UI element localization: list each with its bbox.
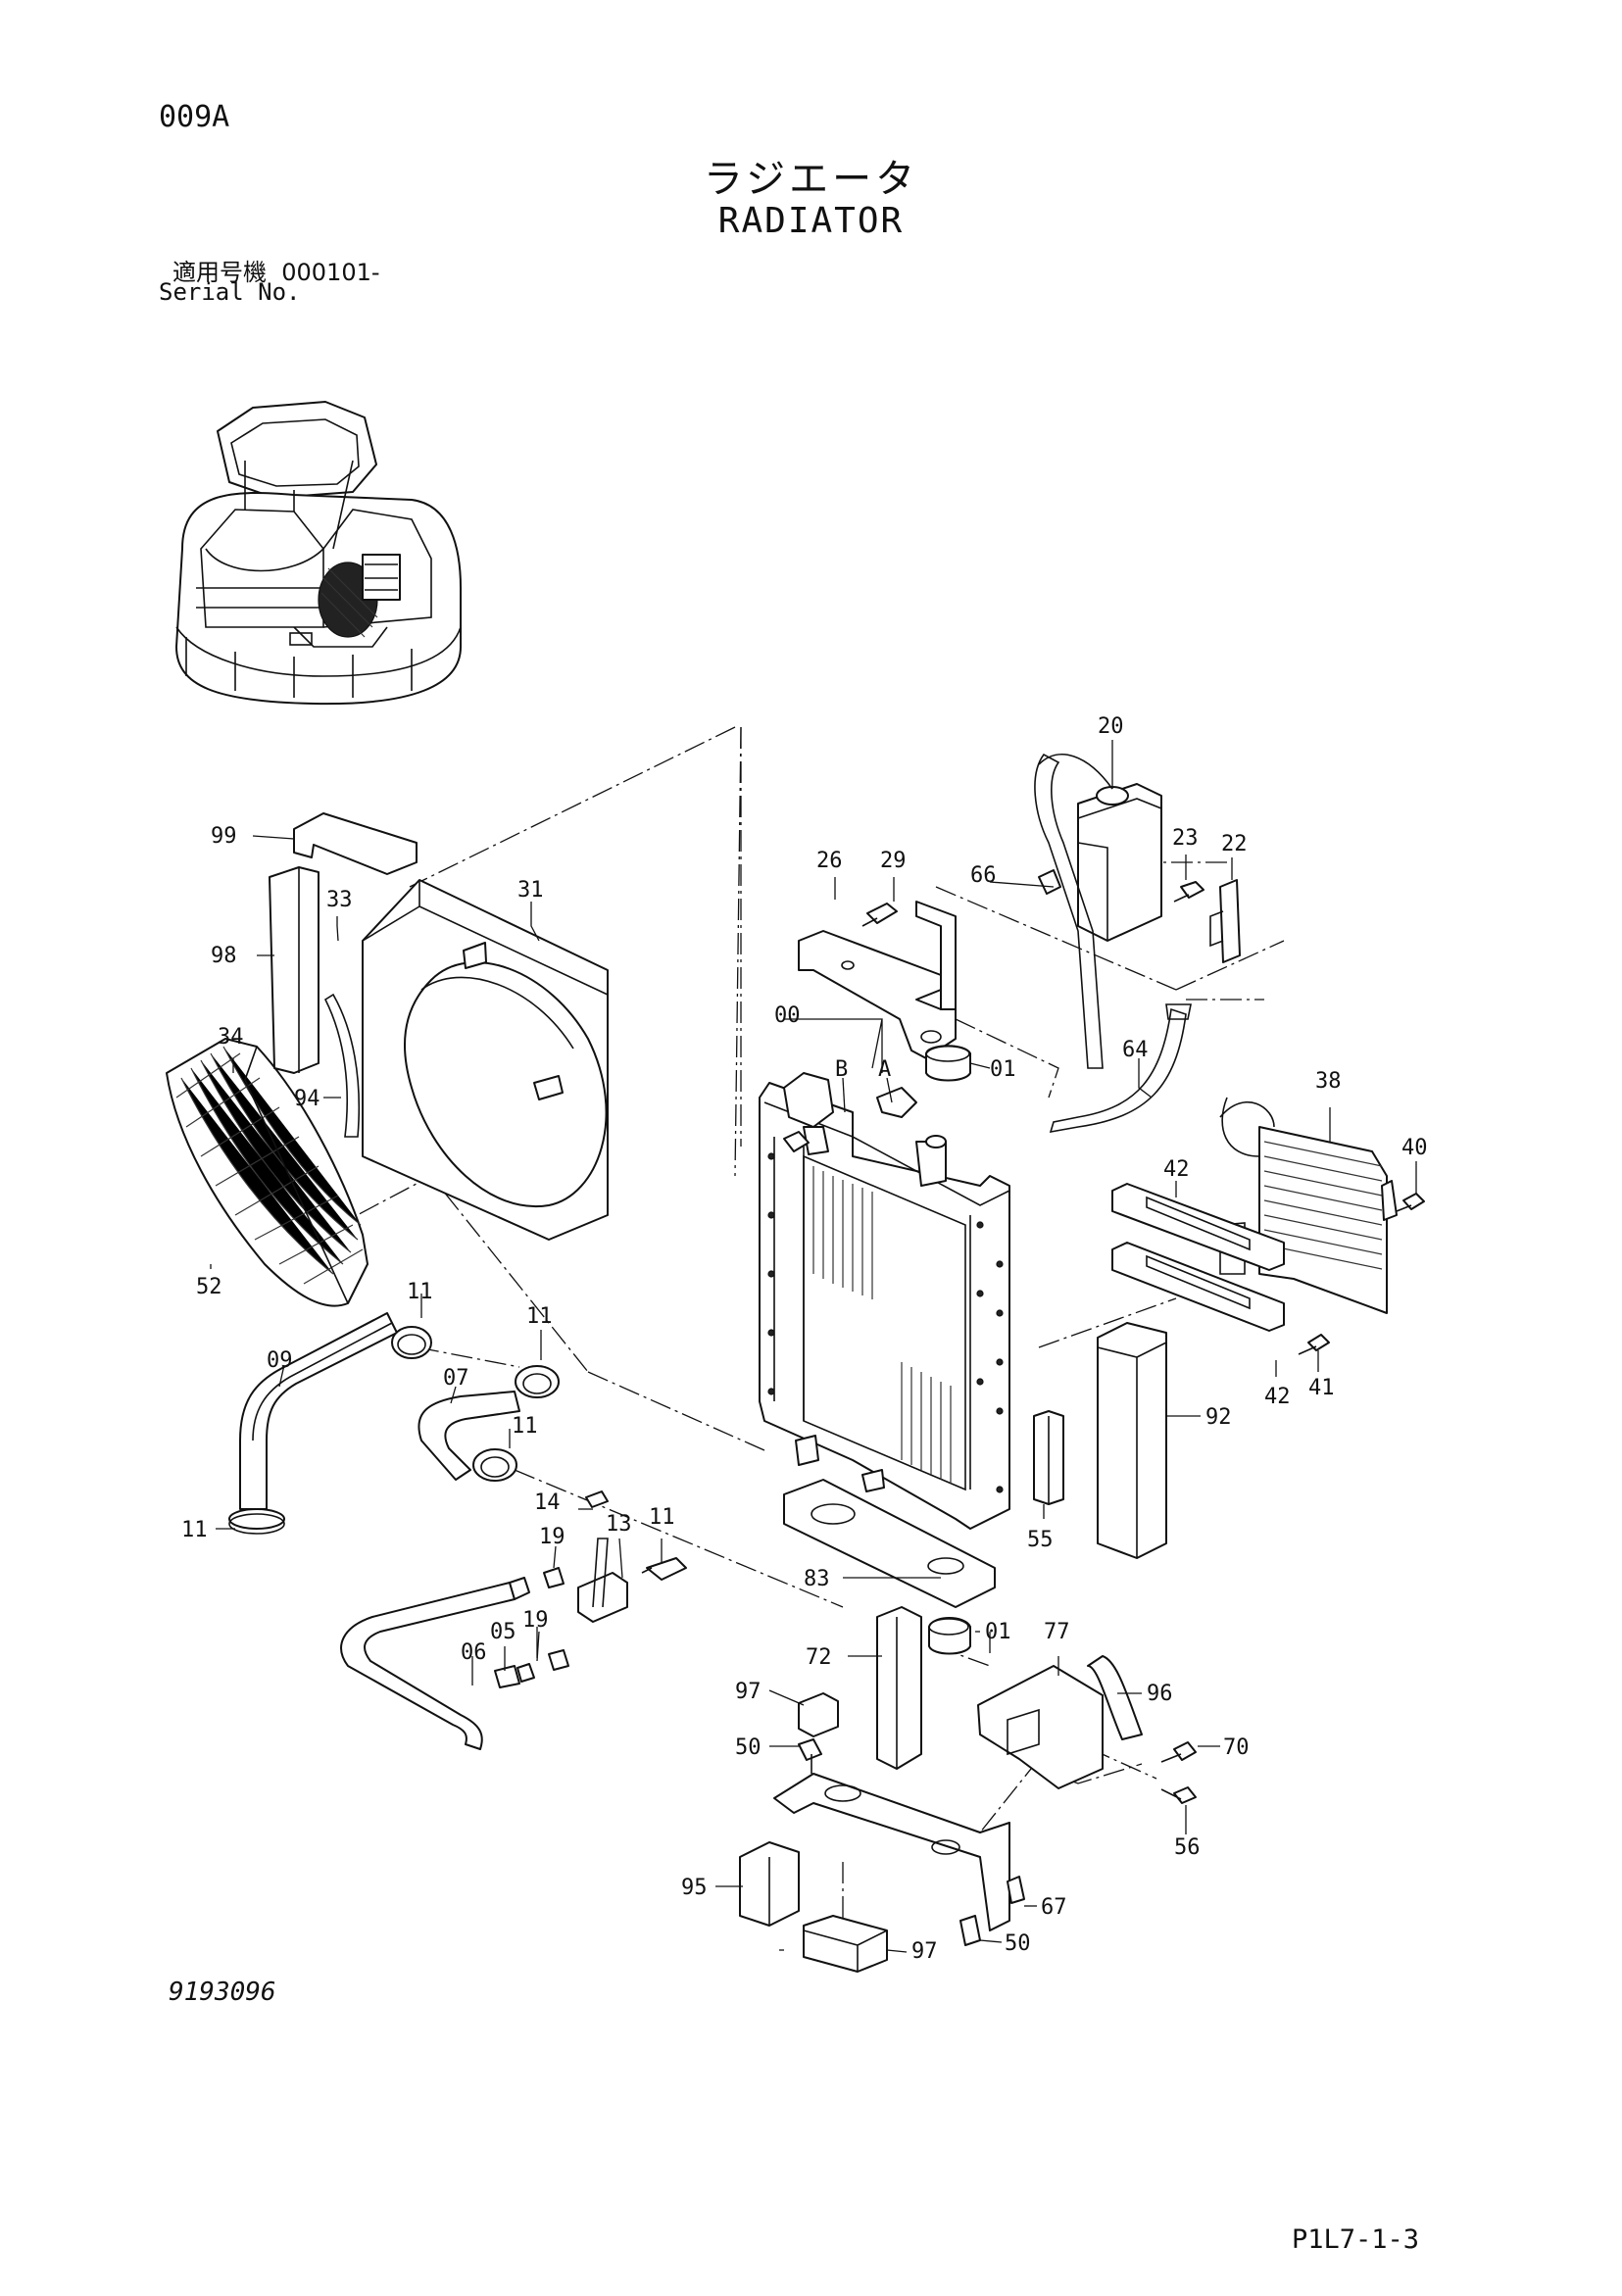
page-code: 009A [159, 100, 230, 134]
serial-label-english: Serial No. [159, 278, 301, 306]
callout-42-b: 42 [1264, 1385, 1291, 1409]
callout-41: 41 [1308, 1376, 1335, 1400]
callout-19-b: 19 [522, 1608, 549, 1633]
callout-52: 52 [196, 1275, 222, 1299]
callout-A: A [878, 1057, 891, 1082]
callout-50-a: 50 [735, 1735, 762, 1760]
callout-72: 72 [806, 1645, 832, 1670]
drain-assembly [340, 1490, 687, 1750]
lower-frame [773, 1606, 1197, 1946]
reserve-tank [1034, 753, 1192, 1134]
lower-support [783, 1479, 996, 1608]
callout-31: 31 [517, 878, 544, 903]
callout-11-c: 11 [512, 1414, 538, 1439]
oil-cooler [1219, 1097, 1425, 1314]
fan-shroud [362, 879, 609, 1241]
callout-B: B [835, 1057, 848, 1082]
callout-01-a: 01 [990, 1057, 1016, 1082]
leader-lines [210, 740, 1417, 1953]
drawing-number: 9193096 [169, 1978, 276, 2007]
rubber-mounts [925, 1045, 971, 1655]
callout-11-b: 11 [526, 1304, 553, 1329]
callout-19-a: 19 [539, 1525, 565, 1549]
radiator-hoses [228, 1312, 560, 1535]
callout-98: 98 [211, 944, 237, 968]
callout-56: 64 [1122, 1038, 1149, 1062]
callout-14: 13 [606, 1512, 632, 1537]
callout-00: 00 [774, 1003, 801, 1028]
serial-label-jp: 適用号機 [172, 259, 267, 286]
callout-55: 55 [1027, 1528, 1054, 1552]
callout-33: 33 [326, 888, 353, 912]
callout-97: 97 [735, 1680, 762, 1704]
callout-20: 20 [1098, 714, 1124, 739]
callout-70: 70 [1223, 1735, 1250, 1760]
callout-83: 83 [804, 1567, 830, 1591]
callout-26: 26 [816, 849, 843, 873]
callout-06: 06 [461, 1640, 487, 1665]
callout-40: 40 [1401, 1136, 1428, 1160]
callout-64: 56 [1174, 1835, 1201, 1860]
callout-labels: 20 26 29 66 23 22 99 33 31 98 34 94 52 1… [181, 714, 1428, 1964]
serial-label-japanese: 適用号機 000101- [172, 253, 380, 287]
page-reference: P1L7-1-3 [1292, 2224, 1420, 2255]
callout-96: 97 [911, 1939, 938, 1964]
callout-13: 11 [649, 1505, 675, 1530]
page-title-english: RADIATOR [717, 201, 905, 241]
callout-42-a: 42 [1163, 1157, 1190, 1182]
callout-38: 38 [1315, 1069, 1342, 1094]
callout-34: 34 [218, 1025, 244, 1050]
callout-67: 67 [1041, 1895, 1067, 1920]
callout-07: 07 [443, 1366, 469, 1391]
callout-93: 94 [294, 1087, 320, 1111]
callout-50-b: 50 [1005, 1931, 1031, 1956]
serial-number-value: 000101- [281, 259, 380, 286]
callout-99: 99 [211, 824, 237, 849]
callout-22: 22 [1221, 832, 1248, 856]
upper-bracket [798, 901, 957, 1059]
callout-16: 14 [534, 1490, 561, 1515]
radiator-core [759, 1072, 1010, 1530]
alignment-lines [328, 726, 1285, 1960]
callout-23: 23 [1172, 826, 1199, 851]
foam-seals [1033, 1322, 1167, 1559]
callout-95: 96 [1147, 1682, 1173, 1706]
seal-pieces [269, 812, 418, 1138]
callout-77: 77 [1044, 1620, 1070, 1644]
callout-11-d: 11 [181, 1518, 208, 1542]
page-title-japanese: ラジエータ [703, 157, 919, 202]
fan-guard [166, 1038, 369, 1307]
lower-foam-blocks [739, 1841, 888, 1973]
callout-01-b: 01 [985, 1620, 1011, 1644]
callout-09: 09 [267, 1348, 293, 1373]
callout-94: 95 [681, 1876, 708, 1900]
callout-29: 29 [880, 849, 907, 873]
callout-05: 05 [490, 1620, 516, 1644]
callout-66: 66 [970, 863, 997, 888]
callout-11-a: 11 [407, 1280, 433, 1304]
callout-92: 92 [1205, 1405, 1232, 1430]
tank-bracket [1173, 879, 1241, 963]
machine-overview-illustration [175, 401, 462, 706]
cooler-brackets [1111, 1183, 1330, 1355]
